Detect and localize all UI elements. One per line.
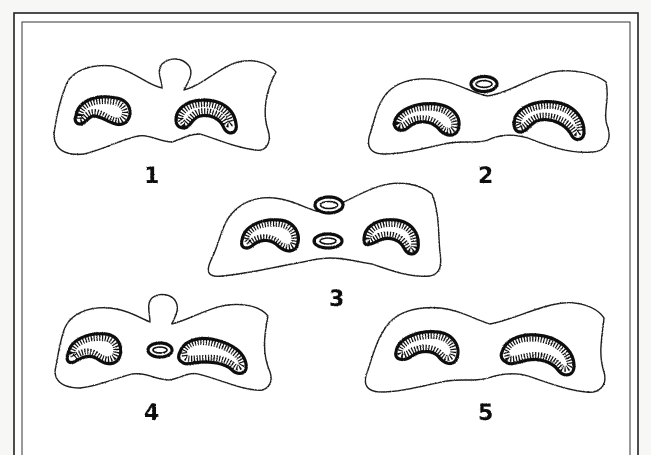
panel-3-label: 3 bbox=[329, 287, 344, 312]
panel-5-label: 5 bbox=[478, 401, 493, 426]
panel-4-label: 4 bbox=[144, 401, 159, 426]
panel-2-label: 2 bbox=[478, 164, 493, 189]
panel-1-label: 1 bbox=[144, 164, 159, 189]
